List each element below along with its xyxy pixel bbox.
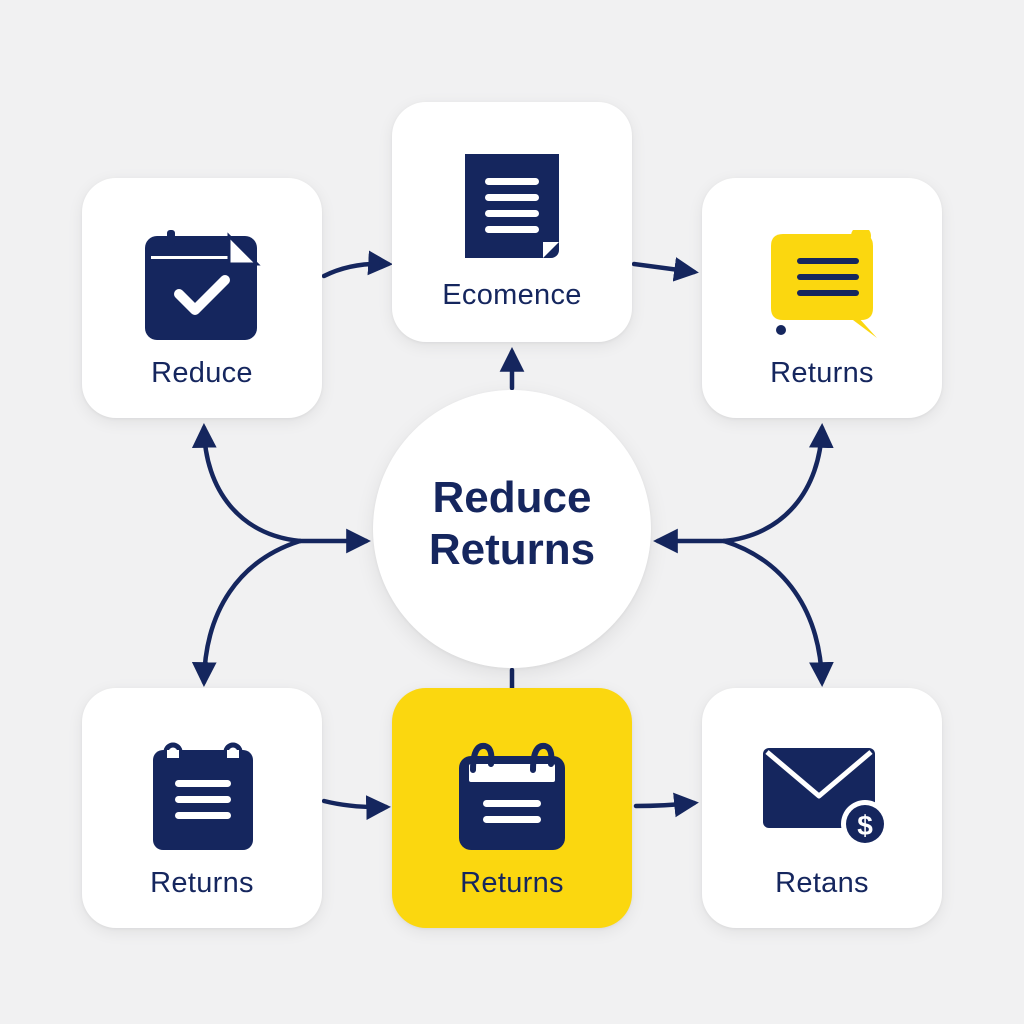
calendar-icon	[447, 740, 577, 860]
arrow-reduce-to-ecomence	[321, 250, 393, 279]
notepad-icon	[137, 740, 267, 860]
arrow-returns-to-returns	[321, 795, 391, 820]
arrow-right-to-retans	[721, 538, 834, 687]
calendar-check-icon	[137, 230, 267, 350]
card-label: Returns	[150, 867, 254, 899]
hub-circle[interactable]: Reduce Returns	[373, 390, 651, 668]
card-label: Returns	[770, 357, 874, 389]
arrow-left-to-returns	[191, 538, 303, 687]
card-label: Returns	[460, 867, 564, 899]
hub-title-line1: Reduce	[432, 473, 592, 522]
envelope-dollar-icon: $	[757, 740, 887, 860]
hub-title-line2: Returns	[428, 525, 596, 574]
card-returns-highlighted[interactable]: Returns	[392, 688, 632, 928]
chat-bubble-icon	[757, 230, 887, 350]
card-reduce[interactable]: Reduce	[82, 178, 322, 418]
card-label: Reduce	[151, 357, 253, 389]
card-ecomence[interactable]: Ecomence	[392, 102, 632, 342]
card-returns-top[interactable]: Returns	[702, 178, 942, 418]
arrow-left-to-reduce	[191, 423, 303, 544]
card-retans[interactable]: $ Retans	[702, 688, 942, 928]
card-returns-bottom-left[interactable]: Returns	[82, 688, 322, 928]
svg-text:$: $	[857, 810, 873, 841]
card-label: Ecomence	[442, 279, 582, 311]
arrow-returns-to-retans	[633, 792, 699, 818]
document-lines-icon	[447, 150, 577, 270]
arrow-right-to-returns	[721, 423, 834, 544]
card-label: Retans	[775, 867, 869, 899]
arrow-ecomence-to-returns	[631, 257, 699, 282]
